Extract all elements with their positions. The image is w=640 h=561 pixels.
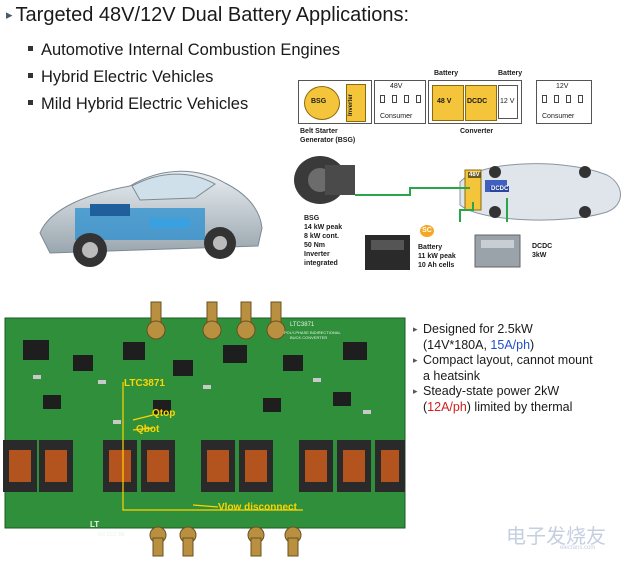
consumer-label: Consumer <box>380 113 413 120</box>
board-demo-id: DC 2111 BE <box>98 532 126 538</box>
application-bullets: Automotive Internal Combustion Engines H… <box>28 37 340 118</box>
inverter-block <box>346 84 366 122</box>
spec-line: (14V*180A, 15A/ph) <box>423 338 535 352</box>
dcdc-block <box>465 85 497 121</box>
bsg-motor-photo <box>294 156 355 204</box>
cell-icon <box>578 95 583 103</box>
bullet-item: Hybrid Electric Vehicles <box>28 64 340 91</box>
battery-12v-header: Battery <box>498 70 523 77</box>
battery-12v-block <box>498 85 518 119</box>
slide-title: ▸Targeted 48V/12V Dual Battery Applicati… <box>6 4 410 26</box>
spec-line: a heatsink <box>423 369 480 383</box>
qtop-annotation: Qtop <box>152 408 176 419</box>
square-bullet-icon <box>28 46 33 51</box>
bullet-item: Automotive Internal Combustion Engines <box>28 37 340 64</box>
dcdc-photo <box>474 234 521 268</box>
ltc-annotation: LTC3871 <box>124 378 165 389</box>
battery-specs: Battery 11 kW peak 10 Ah cells <box>418 244 456 269</box>
component-images <box>294 156 621 270</box>
qbot-annotation: Qbot <box>136 424 160 435</box>
cell-icon <box>566 95 571 103</box>
bsg-specs: BSG 14 kW peak 8 kW cont. 50 Nm Inverter… <box>304 215 343 267</box>
cell-icon <box>416 95 421 103</box>
cell-icon <box>554 95 559 103</box>
watermark-latin: elecfans.com <box>560 545 596 551</box>
car-illustration <box>39 170 263 267</box>
square-bullet-icon <box>28 73 33 78</box>
dcdc-specs: DCDC 3kW <box>532 243 553 259</box>
bsg-caption-line2: Generator (BSG) <box>300 137 356 144</box>
spec-line: (12A/ph) limited by thermal <box>423 400 573 414</box>
inverter-label: Inverter <box>348 93 354 116</box>
battery-48v-header: Battery <box>434 70 459 77</box>
board-silk-line3: BUCK CONVERTER <box>290 335 328 340</box>
cell-icon <box>380 95 385 103</box>
battery-48v-block <box>432 85 464 121</box>
bsg-motor-symbol <box>304 86 340 120</box>
watermark: 电子发烧友 <box>506 526 606 548</box>
car-top-view <box>459 163 621 221</box>
converter-caption: Converter <box>460 128 494 135</box>
cell-icon <box>392 95 397 103</box>
car-dcdc-tag: DCDC <box>490 186 510 192</box>
board-silk-title: LTC3871 <box>290 322 315 328</box>
battery-48v-label: 48 V <box>437 98 452 105</box>
vlow-disconnect-annotation: Vlow disconnect <box>218 502 297 513</box>
consumer-label: Consumer <box>542 113 575 120</box>
title-bullet-icon: ▸ <box>6 7 13 22</box>
consumer-12v-label: 12V <box>556 83 569 90</box>
pcb-board-photo <box>3 301 406 557</box>
bullet-item: Mild Hybrid Electric Vehicles <box>28 91 340 118</box>
consumer-48v-label: 48V <box>390 83 403 90</box>
power-architecture-diagram: BSG Inverter Belt Starter Generator (BSG… <box>290 68 635 150</box>
board-logo: LT <box>90 520 100 529</box>
sc-logo: SC <box>420 225 434 237</box>
dcdc-label: DCDC <box>467 98 488 105</box>
bsg-label: BSG <box>311 98 327 105</box>
cell-icon <box>404 95 409 103</box>
spec-line: Compact layout, cannot mount <box>413 353 593 368</box>
spec-line: Steady-state power 2kW <box>413 384 593 399</box>
battery-12v-label: 12 V <box>500 98 515 105</box>
cell-icon <box>542 95 547 103</box>
board-silk-line2: POLY-PHASE BIDIRECTIONAL <box>284 330 341 335</box>
spec-line: Designed for 2.5kW <box>413 322 593 337</box>
bsg-caption-line1: Belt Starter <box>300 128 338 135</box>
square-bullet-icon <box>28 100 33 105</box>
board-spec-bullets: Designed for 2.5kW(14V*180A, 15A/ph)Comp… <box>413 322 593 415</box>
car-48v-tag: 48V <box>468 172 481 178</box>
